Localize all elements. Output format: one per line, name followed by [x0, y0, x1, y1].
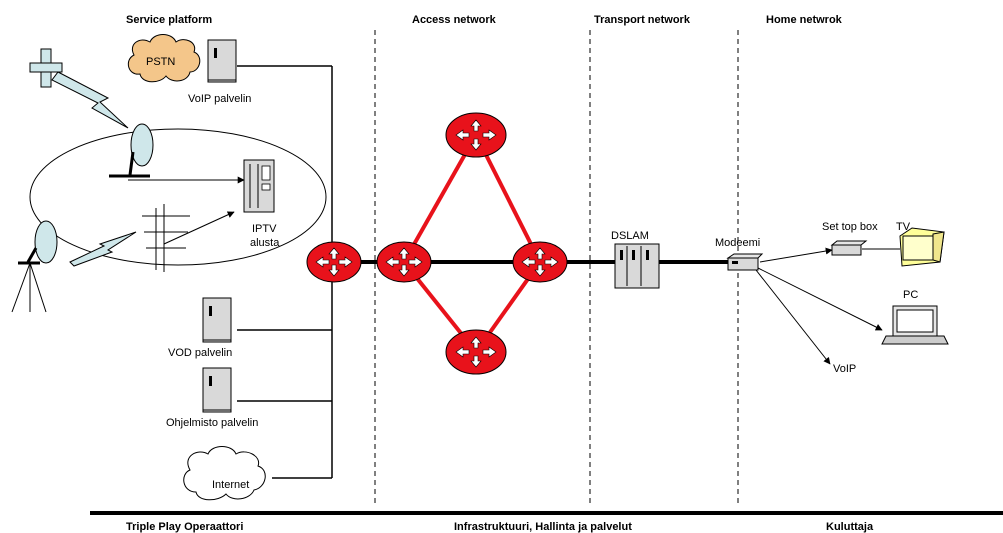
access-ring — [402, 134, 542, 354]
dslam-icon — [614, 243, 660, 289]
header-transport-network: Transport network — [594, 14, 691, 26]
modem-label: Modeemi — [715, 237, 760, 249]
tripod-dish-icon — [11, 220, 58, 313]
pc-icon — [881, 305, 949, 345]
iptv-label-line1: IPTV — [252, 223, 277, 235]
modem-to-voip-link — [755, 269, 831, 365]
router-access-bottom-icon — [445, 329, 507, 375]
iptv-rack-icon — [243, 159, 275, 213]
pstn-label: PSTN — [146, 56, 175, 68]
vod-server-label: VOD palvelin — [168, 347, 232, 359]
internet-cloud-icon — [183, 446, 266, 501]
router-access-left-icon — [376, 241, 432, 283]
voip-server-label: VoIP palvelin — [188, 93, 251, 105]
top-dish-icon — [109, 123, 154, 178]
voip-server-icon — [207, 39, 237, 83]
internet-label: Internet — [212, 479, 249, 491]
voip-label: VoIP — [833, 363, 856, 375]
pc-label: PC — [903, 289, 918, 301]
footer-infrastructure: Infrastruktuuri, Hallinta ja palvelut — [454, 521, 632, 533]
software-server-icon — [202, 367, 232, 413]
router-edge-icon — [306, 241, 362, 283]
broadcast-ellipse — [29, 128, 327, 266]
satellite-icon — [29, 48, 63, 88]
header-service-platform: Service platform — [126, 14, 212, 26]
set-top-box-label: Set top box — [822, 221, 878, 233]
dslam-label: DSLAM — [611, 230, 649, 242]
header-home-network: Home netwrok — [766, 14, 843, 26]
antenna-icon — [142, 204, 235, 272]
software-server-label: Ohjelmisto palvelin — [166, 417, 258, 429]
terrestrial-link-bolt-icon — [69, 231, 137, 267]
footer-consumer: Kuluttaja — [826, 521, 874, 533]
tv-label: TV — [896, 221, 911, 233]
header-access-network: Access network — [412, 14, 497, 26]
set-top-box-icon — [830, 240, 868, 256]
modem-to-pc-link — [757, 267, 883, 331]
modem-to-stb-link — [759, 247, 833, 263]
satellite-link-bolt-icon — [51, 71, 129, 129]
tv-icon — [899, 227, 945, 267]
pstn-cloud-icon — [127, 34, 201, 83]
vod-server-icon — [202, 297, 232, 343]
iptv-label-line2: alusta — [250, 237, 280, 249]
router-access-right-icon — [512, 241, 568, 283]
router-access-top-icon — [445, 112, 507, 158]
modem-icon — [726, 253, 764, 271]
footer-operator: Triple Play Operaattori — [126, 521, 243, 533]
